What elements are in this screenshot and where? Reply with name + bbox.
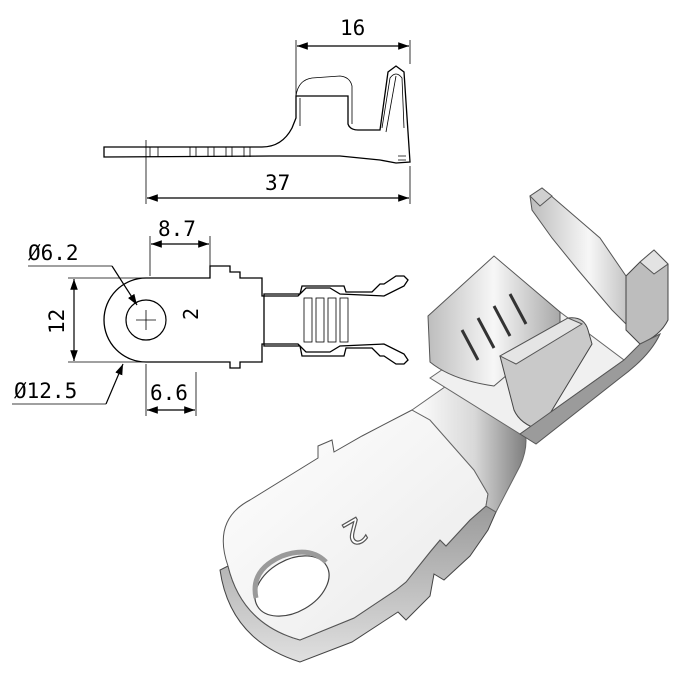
top-view: 2 — [103, 265, 409, 369]
dim-8-7-label: 8.7 — [158, 217, 196, 241]
hole-circle — [125, 299, 167, 341]
dim-phi-12-5-label: Ø12.5 — [14, 379, 77, 403]
dim-phi-6-2-label: Ø6.2 — [28, 241, 79, 265]
dim-6-6-label: 6.6 — [150, 381, 188, 405]
dim-12-label: 12 — [45, 309, 69, 334]
top-view-marking: 2 — [179, 308, 203, 320]
dim-37-label: 37 — [265, 171, 290, 195]
dim-37: 37 — [145, 140, 411, 204]
dim-8-7: 8.7 — [149, 217, 211, 276]
dim-12: 12 — [45, 277, 146, 363]
dim-phi-12-5: Ø12.5 — [12, 363, 124, 405]
dim-16: 16 — [295, 16, 411, 96]
dim-phi-6-2: Ø6.2 — [28, 241, 138, 306]
isometric-render: 2 — [219, 187, 669, 663]
dim-6-6: 6.6 — [145, 364, 197, 416]
side-view — [103, 65, 411, 164]
dim-16-label: 16 — [340, 16, 365, 40]
